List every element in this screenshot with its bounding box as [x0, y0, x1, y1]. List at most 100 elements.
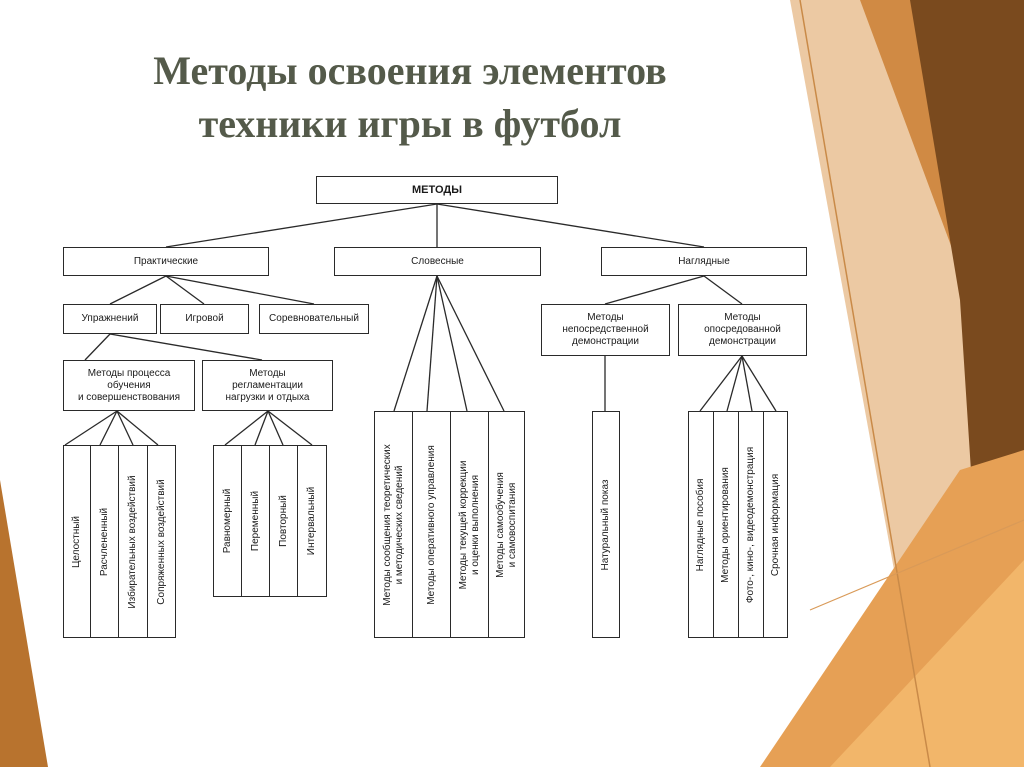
verbal-methods-label: Словесные	[411, 255, 464, 267]
indirect-demonstration-box: Методы опосредованной демонстрации	[678, 304, 807, 356]
connector	[604, 275, 705, 305]
regulation-method-item: Равномерный	[213, 445, 242, 597]
visual-methods-label: Наглядные	[678, 255, 730, 267]
verbal-method-line: и методических сведений	[393, 465, 405, 584]
slide-title: Методы освоения элементов техники игры в…	[100, 44, 720, 150]
connector	[426, 275, 438, 412]
learning-method-label: Сопряженных воздействий	[155, 478, 167, 605]
connector	[224, 410, 269, 446]
slide-title-line-2: техники игры в футбол	[198, 101, 622, 146]
learning-method-label: Целостный	[71, 515, 82, 568]
regulation-method-label: Повторный	[277, 495, 289, 547]
connector	[99, 410, 118, 446]
competitive-method-label: Соревновательный	[269, 313, 359, 324]
load-regulation-box: Методы регламентации нагрузки и отдыха	[202, 360, 333, 411]
verbal-method-line: и оценки выполнения	[469, 474, 481, 575]
verbal-method-line: Методы сообщения теоретических	[381, 443, 393, 606]
visual-methods-box: Наглядные	[601, 247, 807, 276]
verbal-method-line: Методы текущей коррекции	[457, 460, 469, 589]
competitive-method-box: Соревновательный	[259, 304, 369, 334]
learning-method-label: Избирательных воздействий	[127, 474, 138, 609]
indirect-demonstration-line-1: Методы	[724, 312, 761, 323]
indirect-method-item: Наглядные пособия	[688, 411, 714, 638]
connector	[254, 410, 269, 446]
learning-process-box: Методы процесса обучения и совершенствов…	[63, 360, 195, 411]
practical-methods-box: Практические	[63, 247, 269, 276]
indirect-method-item: Срочная информация	[763, 411, 788, 638]
game-method-label: Игровой	[185, 313, 224, 324]
verbal-methods-box: Словесные	[334, 247, 541, 276]
learning-method-item: Расчлененный	[90, 445, 119, 638]
regulation-method-label: Равномерный	[221, 488, 233, 554]
verbal-method-line: Методы оперативного управления	[425, 444, 437, 605]
direct-demonstration-line-1: Методы	[587, 312, 624, 323]
connector	[393, 275, 438, 412]
connector	[165, 275, 315, 305]
connector	[165, 275, 205, 305]
connector	[267, 410, 313, 446]
verbal-method-line: и самовоспитания	[506, 482, 518, 567]
game-method-box: Игровой	[160, 304, 249, 334]
natural-demonstration-item: Натуральный показ	[592, 411, 620, 638]
verbal-method-item: Методы оперативного управления	[412, 411, 451, 638]
load-regulation-line-3: нагрузки и отдыха	[225, 391, 310, 403]
learning-method-item: Избирательных воздействий	[118, 445, 148, 638]
deco-light-triangle	[830, 560, 1024, 767]
regulation-method-item: Интервальный	[297, 445, 327, 597]
root-methods-label: МЕТОДЫ	[412, 184, 462, 196]
connector	[116, 410, 159, 446]
root-methods-box: МЕТОДЫ	[316, 176, 558, 204]
indirect-method-label: Методы ориентирования	[720, 466, 731, 583]
connector	[165, 203, 438, 248]
learning-method-item: Целостный	[63, 445, 91, 638]
slide-title-line-1: Методы освоения элементов	[153, 48, 667, 93]
connector	[703, 275, 743, 305]
verbal-method-line: Методы самообучения	[494, 471, 506, 578]
regulation-method-label: Интервальный	[306, 486, 317, 556]
connector	[109, 333, 263, 361]
deco-line-1	[799, 0, 931, 767]
verbal-method-item: Методы сообщения теоретических и методич…	[374, 411, 413, 638]
indirect-demonstration-line-3: демонстрации	[709, 336, 776, 347]
practical-methods-label: Практические	[133, 255, 199, 267]
indirect-method-label: Срочная информация	[769, 473, 781, 576]
deco-line-2	[809, 519, 1024, 611]
learning-method-item: Сопряженных воздействий	[147, 445, 176, 638]
connector	[116, 410, 134, 446]
indirect-demonstration-line-2: опосредованной	[704, 324, 781, 335]
learning-process-line-1: Методы процесса	[87, 367, 171, 379]
load-regulation-line-2: регламентации	[232, 379, 303, 391]
connector	[436, 203, 705, 248]
regulation-method-item: Переменный	[241, 445, 270, 597]
connector	[741, 355, 753, 412]
verbal-method-item: Методы самообучения и самовоспитания	[488, 411, 525, 638]
connector	[726, 355, 743, 412]
exercises-box: Упражнений	[63, 304, 157, 334]
connector	[64, 410, 118, 446]
learning-process-line-3: и совершенствования	[77, 391, 181, 403]
connector	[436, 275, 505, 412]
connector	[436, 275, 468, 412]
learning-method-label: Расчлененный	[98, 507, 110, 576]
natural-demonstration-label: Натуральный показ	[600, 479, 611, 570]
indirect-method-item: Методы ориентирования	[713, 411, 739, 638]
exercises-label: Упражнений	[81, 313, 139, 324]
indirect-method-label: Наглядные пособия	[695, 478, 706, 571]
load-regulation-line-1: Методы	[249, 367, 286, 379]
direct-demonstration-line-3: демонстрации	[572, 336, 639, 347]
connector	[84, 333, 111, 361]
direct-demonstration-line-2: непосредственной	[562, 324, 649, 335]
connector	[741, 355, 777, 412]
indirect-method-label: Фото-, кино-, видеодемонстрация	[745, 446, 756, 603]
verbal-method-item: Методы текущей коррекции и оценки выполн…	[450, 411, 489, 638]
learning-process-line-2: обучения	[107, 379, 151, 391]
indirect-method-item: Фото-, кино-, видеодемонстрация	[738, 411, 764, 638]
connector	[109, 275, 167, 305]
regulation-method-item: Повторный	[269, 445, 298, 597]
direct-demonstration-box: Методы непосредственной демонстрации	[541, 304, 670, 356]
deco-left-sliver	[0, 480, 48, 767]
connector	[699, 355, 743, 412]
